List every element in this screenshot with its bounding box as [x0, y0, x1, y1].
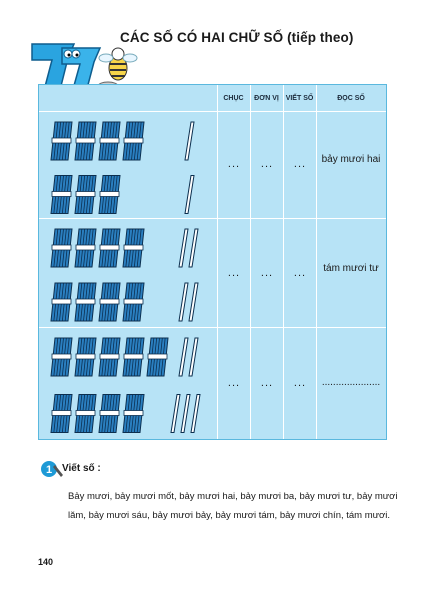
- column-divider: [316, 85, 317, 439]
- ten-stick-bundle: [98, 228, 121, 268]
- single-stick: [184, 175, 195, 214]
- row3-chuc: ...: [227, 377, 241, 389]
- column-divider: [283, 85, 284, 439]
- ten-stick-bundle: [122, 121, 145, 161]
- exercise-text: Bảy mươi, bảy mươi mốt, bảy mươi hai, bả…: [68, 491, 398, 521]
- ten-stick-bundle: [50, 394, 73, 433]
- ten-stick-bundle: [74, 282, 97, 322]
- exercise-number-badge: 1: [41, 461, 63, 477]
- column-divider: [217, 85, 218, 439]
- bundles-illustration: [50, 121, 201, 433]
- single-stick: [188, 282, 199, 322]
- row3-doc-so: .....................: [321, 377, 381, 388]
- single-stick: [184, 121, 195, 161]
- ten-stick-bundle: [98, 175, 121, 214]
- row2-don-vi: ...: [260, 267, 274, 279]
- page-number: 140: [38, 557, 54, 567]
- exercise-label: Viết số :: [62, 463, 101, 474]
- header-divider: [39, 111, 386, 112]
- row3-don-vi: ...: [260, 377, 274, 389]
- ten-stick-bundle: [122, 394, 145, 433]
- ten-stick-bundle: [122, 282, 145, 322]
- single-stick: [188, 228, 199, 268]
- title-text: CÁC SỐ CÓ HAI CHỮ SỐ: [120, 30, 284, 45]
- single-stick: [178, 282, 189, 322]
- ten-stick-bundle: [50, 175, 73, 214]
- ten-stick-bundle: [122, 337, 145, 377]
- row1-chuc: ...: [227, 158, 241, 170]
- ten-stick-bundle: [74, 175, 97, 214]
- ten-stick-bundle: [146, 337, 169, 377]
- ten-stick-bundle: [74, 121, 97, 161]
- ten-stick-bundle: [50, 337, 73, 377]
- ten-stick-bundle: [98, 394, 121, 433]
- exercise-number: 1: [46, 464, 52, 476]
- row1-doc-so: bảy mươi hai: [321, 154, 381, 165]
- ten-stick-bundle: [74, 394, 97, 433]
- ten-stick-bundle: [98, 282, 121, 322]
- row2-chuc: ...: [227, 267, 241, 279]
- counting-table: CHỤC ĐƠN VỊ VIẾT SỐ ĐỌC SỐ ... ... ... b…: [38, 84, 387, 440]
- ten-stick-bundle: [122, 228, 145, 268]
- ten-stick-bundle: [74, 337, 97, 377]
- ten-stick-bundle: [50, 228, 73, 268]
- row-divider: [39, 327, 386, 328]
- row2-viet-so: ...: [293, 267, 307, 279]
- single-stick: [190, 394, 201, 433]
- column-divider: [250, 85, 251, 439]
- single-stick: [188, 337, 199, 377]
- header-chuc: CHỤC: [223, 95, 244, 102]
- row1-viet-so: ...: [293, 158, 307, 170]
- row1-don-vi: ...: [260, 158, 274, 170]
- title-subtitle: (tiếp theo): [287, 30, 354, 45]
- header-don-vi: ĐƠN VỊ: [254, 95, 279, 102]
- single-stick: [178, 337, 189, 377]
- ten-stick-bundle: [50, 282, 73, 322]
- page-title: CÁC SỐ CÓ HAI CHỮ SỐ (tiếp theo): [120, 30, 353, 45]
- ten-stick-bundle: [98, 121, 121, 161]
- row3-viet-so: ...: [293, 377, 307, 389]
- single-stick: [170, 394, 181, 433]
- single-stick: [178, 228, 189, 268]
- ten-stick-bundle: [98, 337, 121, 377]
- single-stick: [180, 394, 191, 433]
- ten-stick-bundle: [74, 228, 97, 268]
- header-viet-so: VIẾT SỐ: [285, 95, 314, 102]
- row-divider: [39, 218, 386, 219]
- row2-doc-so: tám mươi tư: [323, 263, 379, 274]
- ten-stick-bundle: [50, 121, 73, 161]
- header-doc-so: ĐỌC SỐ: [337, 95, 365, 102]
